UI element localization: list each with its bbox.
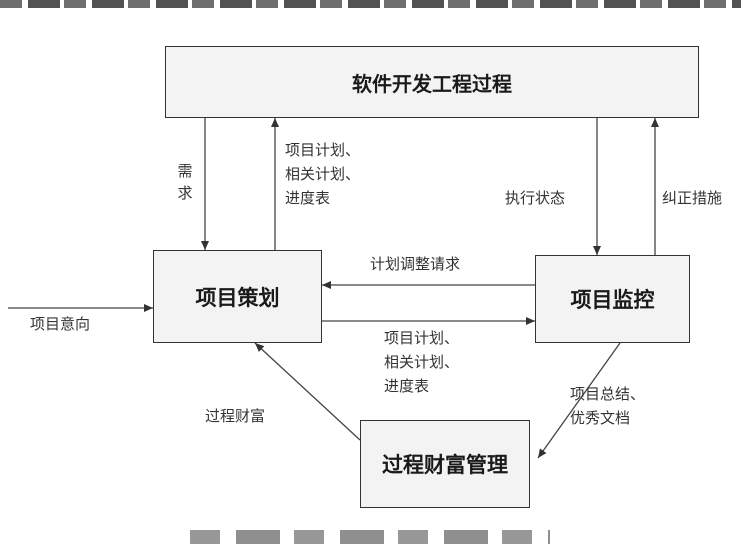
label-plan-right-line: 进度表 bbox=[384, 377, 430, 395]
label-assets-back: 过程财富 bbox=[205, 407, 266, 425]
node-assets: 过程财富管理 bbox=[360, 420, 530, 508]
cropped-caption-bottom bbox=[190, 530, 550, 544]
node-monitoring-label: 项目监控 bbox=[570, 288, 655, 312]
cropped-caption-top bbox=[0, 0, 741, 8]
node-planning: 项目策划 bbox=[153, 250, 322, 343]
label-plan-right: 项目计划、 相关计划、 进度表 bbox=[384, 326, 459, 398]
node-process: 软件开发工程过程 bbox=[165, 46, 699, 118]
label-plan-up-line: 进度表 bbox=[285, 189, 331, 207]
label-exec-status: 执行状态 bbox=[505, 189, 566, 207]
arrow-assets-back bbox=[254, 342, 361, 441]
label-requirement-char: 求 bbox=[177, 184, 193, 202]
node-planning-label: 项目策划 bbox=[195, 285, 280, 310]
label-summary-line: 项目总结、 bbox=[570, 385, 646, 403]
label-corrective: 纠正措施 bbox=[662, 189, 723, 207]
label-requirement: 需 求 bbox=[176, 160, 194, 204]
node-monitoring: 项目监控 bbox=[535, 255, 690, 343]
label-plan-right-line: 项目计划、 bbox=[384, 329, 460, 347]
label-plan-up-line: 项目计划、 bbox=[285, 141, 361, 159]
node-process-label: 软件开发工程过程 bbox=[352, 71, 512, 96]
node-assets-label: 过程财富管理 bbox=[382, 453, 508, 477]
label-intent: 项目意向 bbox=[30, 315, 91, 333]
arrow-summary bbox=[537, 342, 621, 459]
label-adjust-request: 计划调整请求 bbox=[370, 255, 461, 273]
label-plan-right-line: 相关计划、 bbox=[384, 353, 460, 371]
label-requirement-char: 需 bbox=[177, 162, 193, 180]
label-plan-up: 项目计划、 相关计划、 进度表 bbox=[285, 138, 360, 210]
label-corrective-clip: 纠正措施 bbox=[662, 186, 741, 212]
label-summary: 项目总结、 优秀文档 bbox=[570, 382, 645, 430]
label-summary-line: 优秀文档 bbox=[570, 409, 631, 427]
label-plan-up-line: 相关计划、 bbox=[285, 165, 361, 183]
